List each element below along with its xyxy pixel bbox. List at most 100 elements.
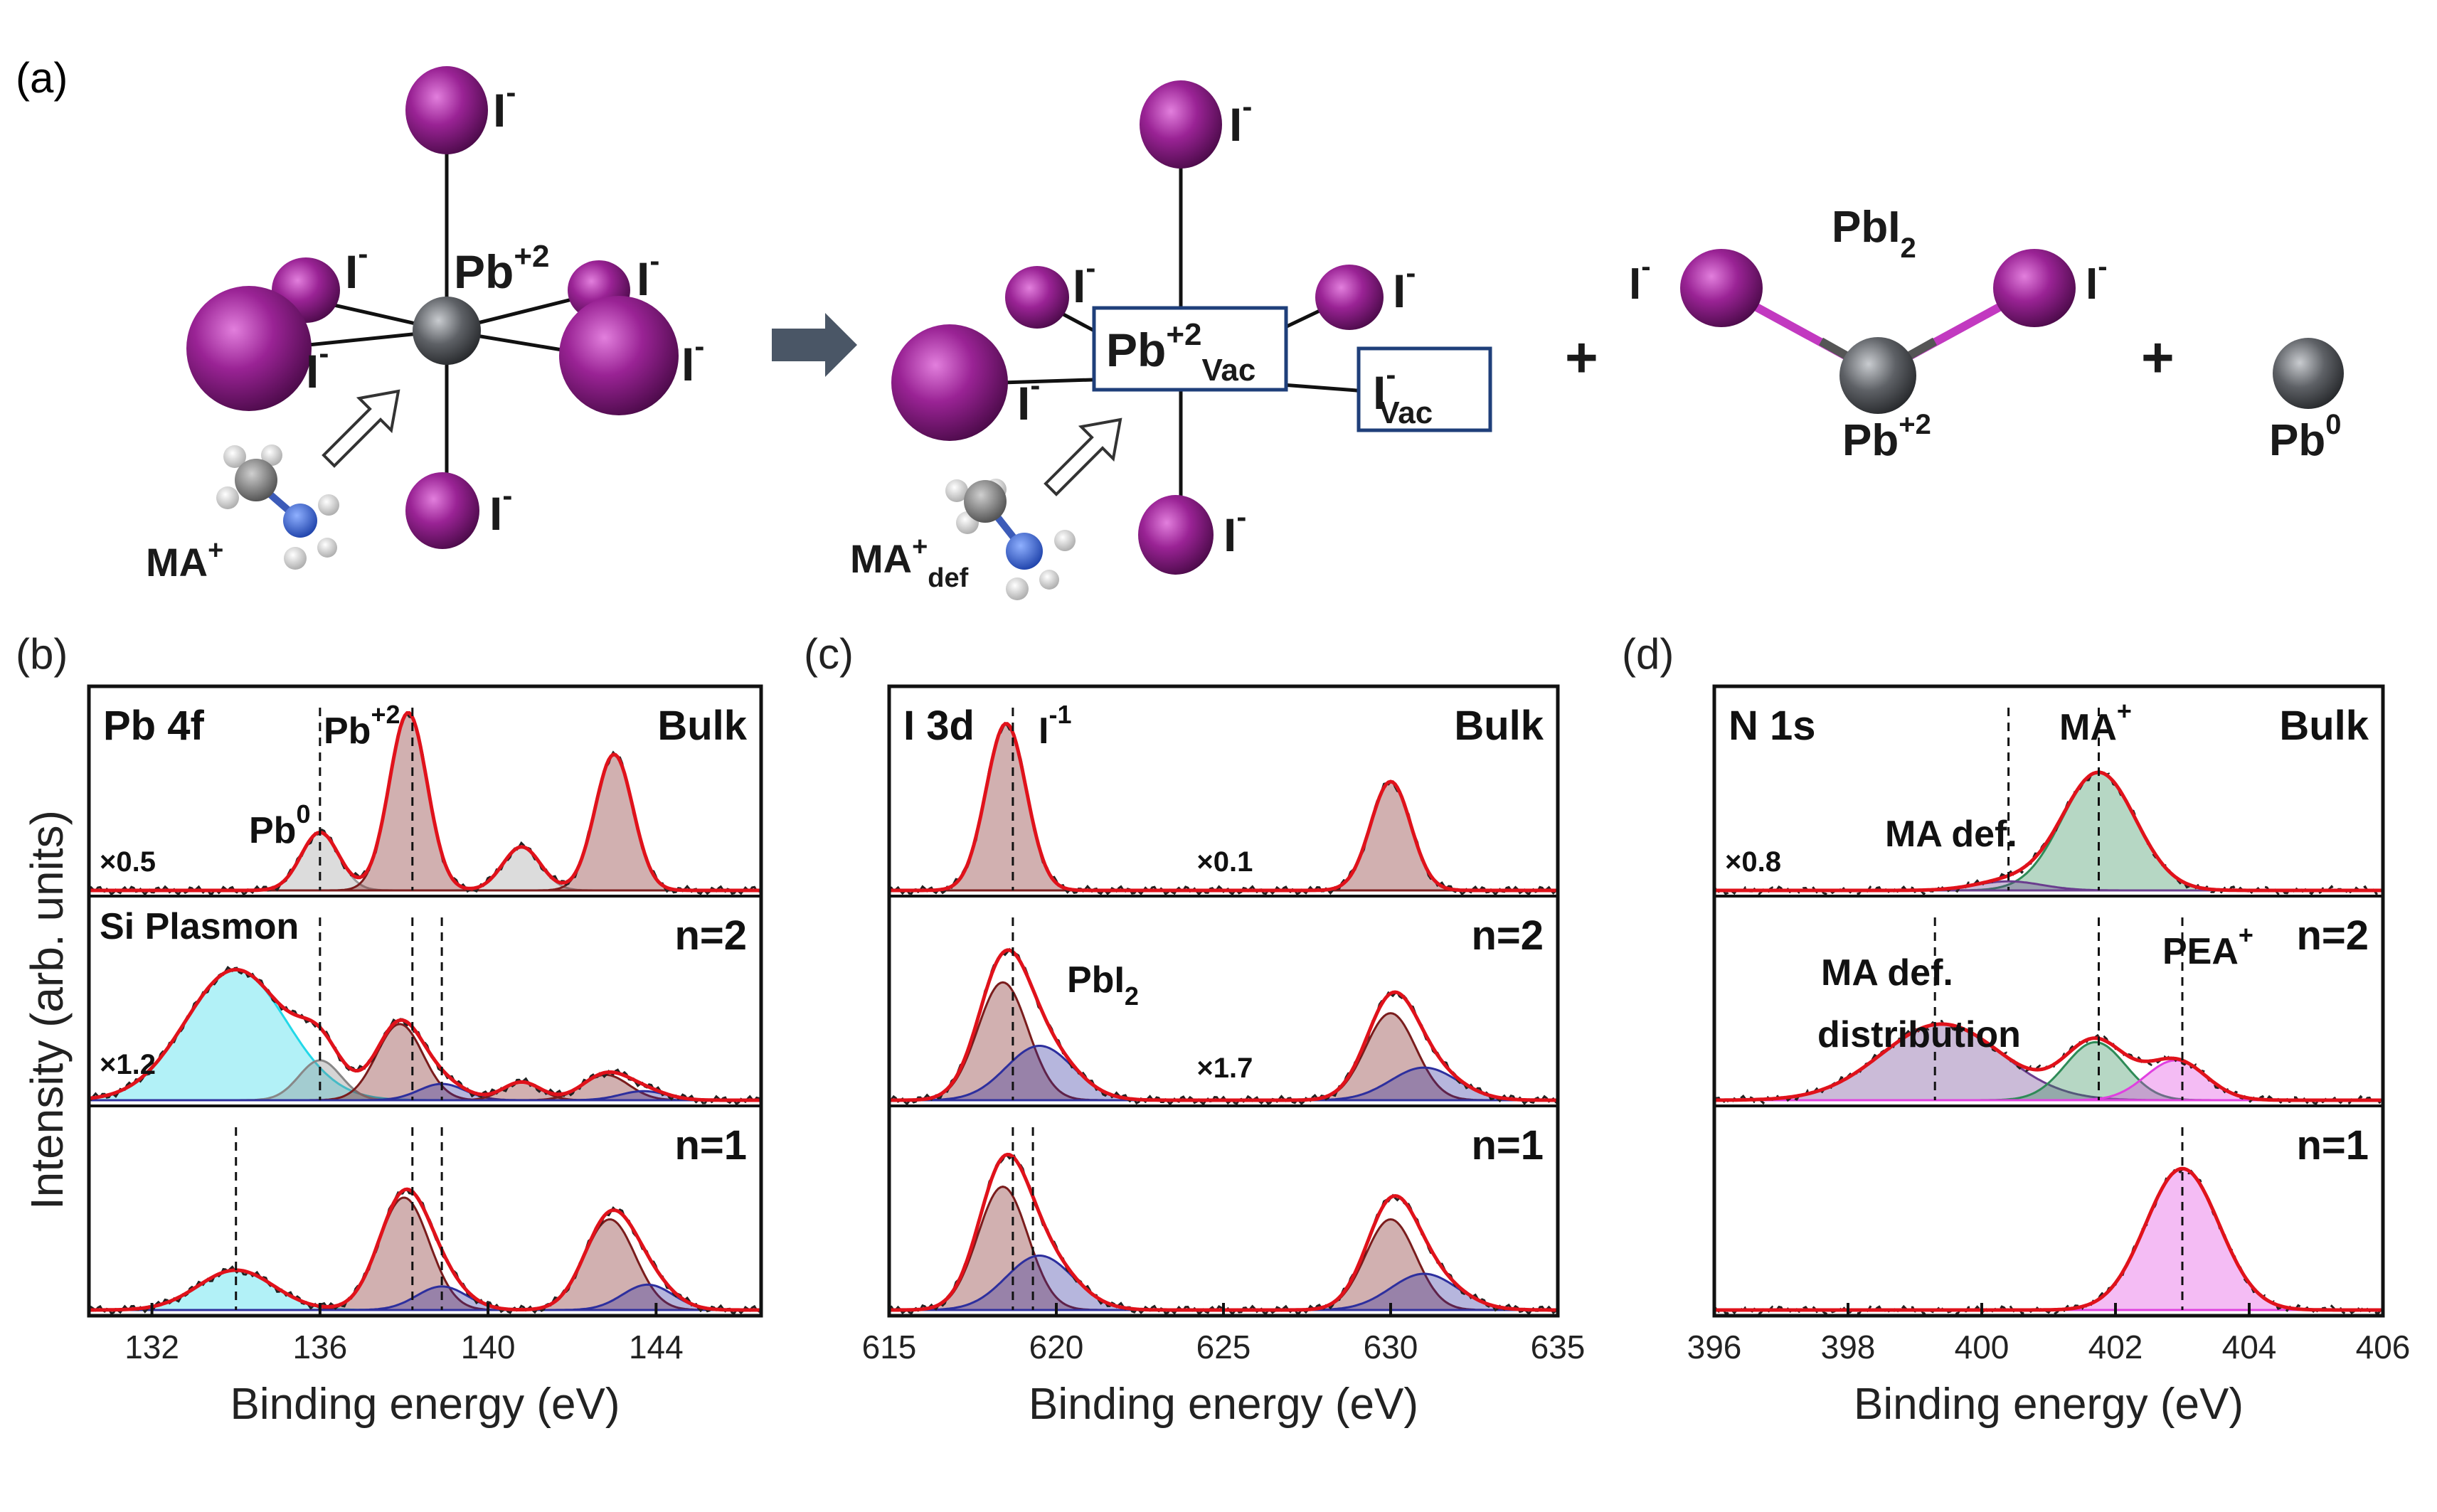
- plot-frame: [1712, 684, 2385, 1318]
- peak-annotation: I-1: [1039, 700, 1071, 752]
- x-tick-label: 625: [1196, 1329, 1251, 1365]
- i-label: I-: [1017, 368, 1040, 430]
- row-label: Bulk: [2279, 703, 2369, 749]
- pb-vacancy-label: Pb+2Vac: [1106, 317, 1255, 388]
- peak-annotation: Pb+2: [324, 700, 400, 752]
- panel-label: (b): [16, 630, 68, 678]
- peak-annotation: MA def.: [1885, 814, 2017, 855]
- iodide-atom: [1315, 265, 1384, 330]
- row-label: n=2: [1471, 912, 1544, 959]
- row-label: n=2: [674, 912, 747, 959]
- i-label: I-: [345, 237, 368, 298]
- fit-envelope: [1714, 1022, 2383, 1102]
- fit-envelope: [89, 711, 761, 893]
- x-axis-label: Binding energy (eV): [230, 1380, 620, 1429]
- fit-envelope: [889, 948, 1558, 1102]
- spectrum-row: n=1: [87, 1122, 763, 1315]
- x-tick-label: 136: [292, 1329, 347, 1365]
- x-tick-label: 402: [2088, 1329, 2143, 1365]
- peak-annotation: Si Plasmon: [100, 906, 299, 947]
- x-tick-label: 396: [1687, 1329, 1742, 1365]
- scale-factor: ×1.2: [100, 1049, 156, 1080]
- octahedron-intact: [186, 66, 679, 549]
- i-vacancy-label: I-Vac: [1373, 358, 1433, 430]
- component-peak: [1714, 1167, 2383, 1311]
- spectrum-row: Bulk×0.1I-1: [888, 700, 1559, 896]
- x-tick-label: 140: [461, 1329, 516, 1365]
- x-tick-label: 144: [629, 1329, 684, 1365]
- iodide-atom: [186, 286, 312, 411]
- x-tick-label: 620: [1029, 1329, 1084, 1365]
- ma-def-label: MA+def: [850, 532, 969, 593]
- reaction-arrow: [772, 313, 857, 377]
- panel-a: (a) I- I- I- I- I- I- Pb+2: [16, 54, 2344, 600]
- row-label: n=1: [1471, 1122, 1544, 1168]
- iodide-atom: [1680, 249, 1763, 327]
- attack-arrow: [322, 389, 400, 468]
- peak-annotation: MA def.: [1821, 952, 1953, 994]
- spectrum-title: Pb 4f: [103, 703, 204, 749]
- spectrum-row: n=2 ×1.2 Si Plasmon: [87, 906, 763, 1106]
- i-label: I-: [2086, 251, 2108, 309]
- x-tick-label: 398: [1821, 1329, 1876, 1365]
- peak-annotation: distribution: [1817, 1014, 2021, 1055]
- lead-atom: [1839, 337, 1916, 414]
- row-label: n=2: [2296, 912, 2369, 959]
- iodide-atom: [405, 472, 479, 549]
- i-label: I-: [1629, 251, 1651, 309]
- data-trace: [1713, 768, 2384, 896]
- ma-def-molecule: [945, 479, 1076, 600]
- attack-arrow: [1044, 417, 1122, 496]
- fit-envelope: [889, 722, 1558, 893]
- scale-factor: ×1.7: [1196, 1053, 1253, 1084]
- i-label: I-: [1229, 90, 1252, 151]
- x-axis-label: Binding energy (eV): [1854, 1380, 2244, 1429]
- i-label: I-: [1223, 500, 1246, 561]
- panel-label: (c): [804, 630, 854, 678]
- i-label: I-: [493, 75, 516, 137]
- peak-annotation: PbI2: [1067, 959, 1139, 1011]
- component-peak: [89, 1090, 761, 1102]
- i-label: I-: [306, 336, 329, 398]
- iodide-atom: [1005, 266, 1069, 329]
- pb-vacancy-box: [1092, 306, 1288, 392]
- x-tick-label: 615: [862, 1329, 917, 1365]
- spectrum-title: I 3d: [903, 703, 975, 749]
- pb-label: Pb+2: [1842, 409, 1931, 465]
- x-tick-label: 400: [1955, 1329, 2009, 1365]
- panel-label: (d): [1622, 630, 1674, 678]
- iodide-atom: [1138, 495, 1214, 575]
- component-peak: [89, 1283, 761, 1311]
- spectrum-row: Bulk×0.8MA+MA def.: [1713, 696, 2384, 896]
- spectrum-row: n=1: [1713, 1122, 2384, 1316]
- pbi2-label: PbI2: [1832, 203, 1916, 264]
- row-label: Bulk: [1454, 703, 1544, 749]
- component-peak: [1714, 771, 2383, 892]
- spectrum-title: N 1s: [1729, 703, 1816, 749]
- plus-sign: +: [2141, 326, 2175, 389]
- fit-envelope: [88, 967, 761, 1102]
- pb-label: Pb+2: [454, 239, 550, 298]
- panel-d-chart: (d) Bulk×0.8MA+MA def. n=2 MA def. distribut…: [1622, 630, 2410, 1429]
- x-tick-label: 630: [1364, 1329, 1418, 1365]
- x-tick-label: 132: [124, 1329, 179, 1365]
- pb0-label: Pb0: [2269, 409, 2341, 465]
- x-tick-label: 406: [2356, 1329, 2411, 1365]
- i-label: I-: [489, 479, 512, 540]
- ma-label: MA+: [146, 536, 223, 585]
- scale-factor: ×0.5: [100, 846, 156, 878]
- plus-sign: +: [1565, 326, 1598, 389]
- iodide-atom: [405, 66, 488, 154]
- lead-metal-atom: [2273, 338, 2344, 409]
- plot-frame: [87, 684, 763, 1318]
- i-label: I-: [681, 329, 704, 390]
- spectrum-row: n=2 ×1.7 PbI2: [888, 912, 1559, 1106]
- row-label: n=1: [2296, 1122, 2369, 1168]
- data-trace: [1713, 1166, 2384, 1316]
- i-vacancy-box: [1356, 346, 1492, 432]
- octahedron-defective: [891, 80, 1492, 575]
- iodide-atom: [1140, 80, 1222, 169]
- row-label: Bulk: [657, 703, 747, 749]
